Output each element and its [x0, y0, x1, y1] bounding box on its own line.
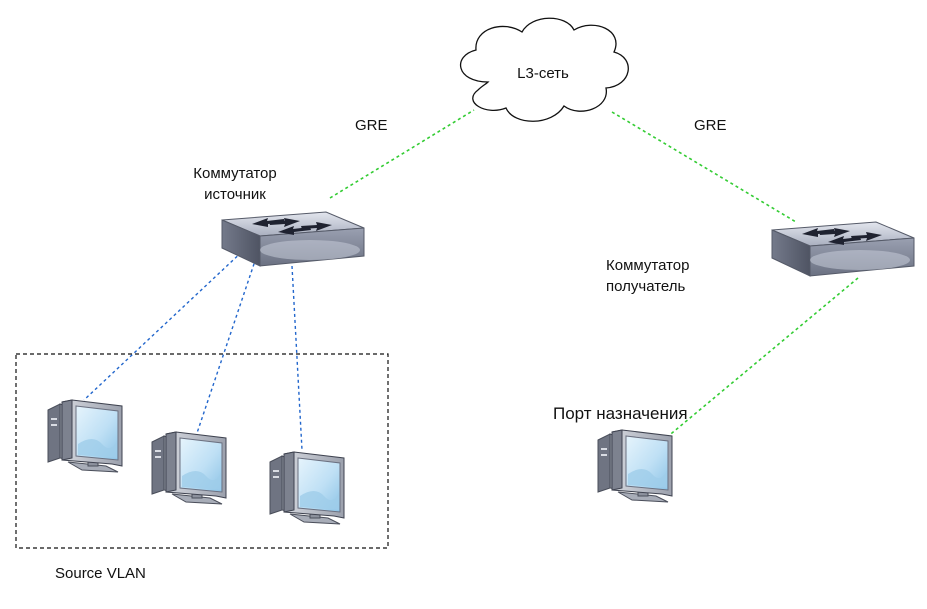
destination-switch-icon: [771, 221, 915, 277]
destination-switch-label: Коммутатор получатель: [606, 255, 689, 297]
vlan-link-3: [291, 265, 303, 451]
vlan-link-2: [195, 257, 257, 437]
gre-link-left: [329, 109, 475, 199]
destination-switch-label-line1: Коммутатор: [606, 257, 690, 274]
destination-computer-icon: [597, 429, 673, 503]
destination-port-label: Порт назначения: [553, 404, 688, 423]
gre-label-left: GRE: [355, 117, 388, 134]
vlan-link-1: [83, 247, 247, 401]
l3-network-cloud: [459, 17, 629, 122]
gre-label-right: GRE: [694, 117, 727, 134]
cloud-label: L3-сеть: [517, 65, 569, 82]
source-switch-icon: [221, 211, 365, 267]
destination-switch-label-line2: получатель: [606, 278, 686, 295]
source-vlan-label: Source VLAN: [55, 565, 146, 582]
computer-icon: [151, 431, 227, 505]
computer-icon: [269, 451, 345, 525]
source-switch-label: Коммутатор источник: [160, 163, 310, 205]
source-vlan-box: [15, 353, 389, 549]
source-switch-label-line1: Коммутатор: [193, 165, 277, 182]
computer-icon: [47, 399, 123, 473]
source-switch-label-line2: источник: [204, 186, 266, 203]
destination-link: [665, 277, 859, 439]
